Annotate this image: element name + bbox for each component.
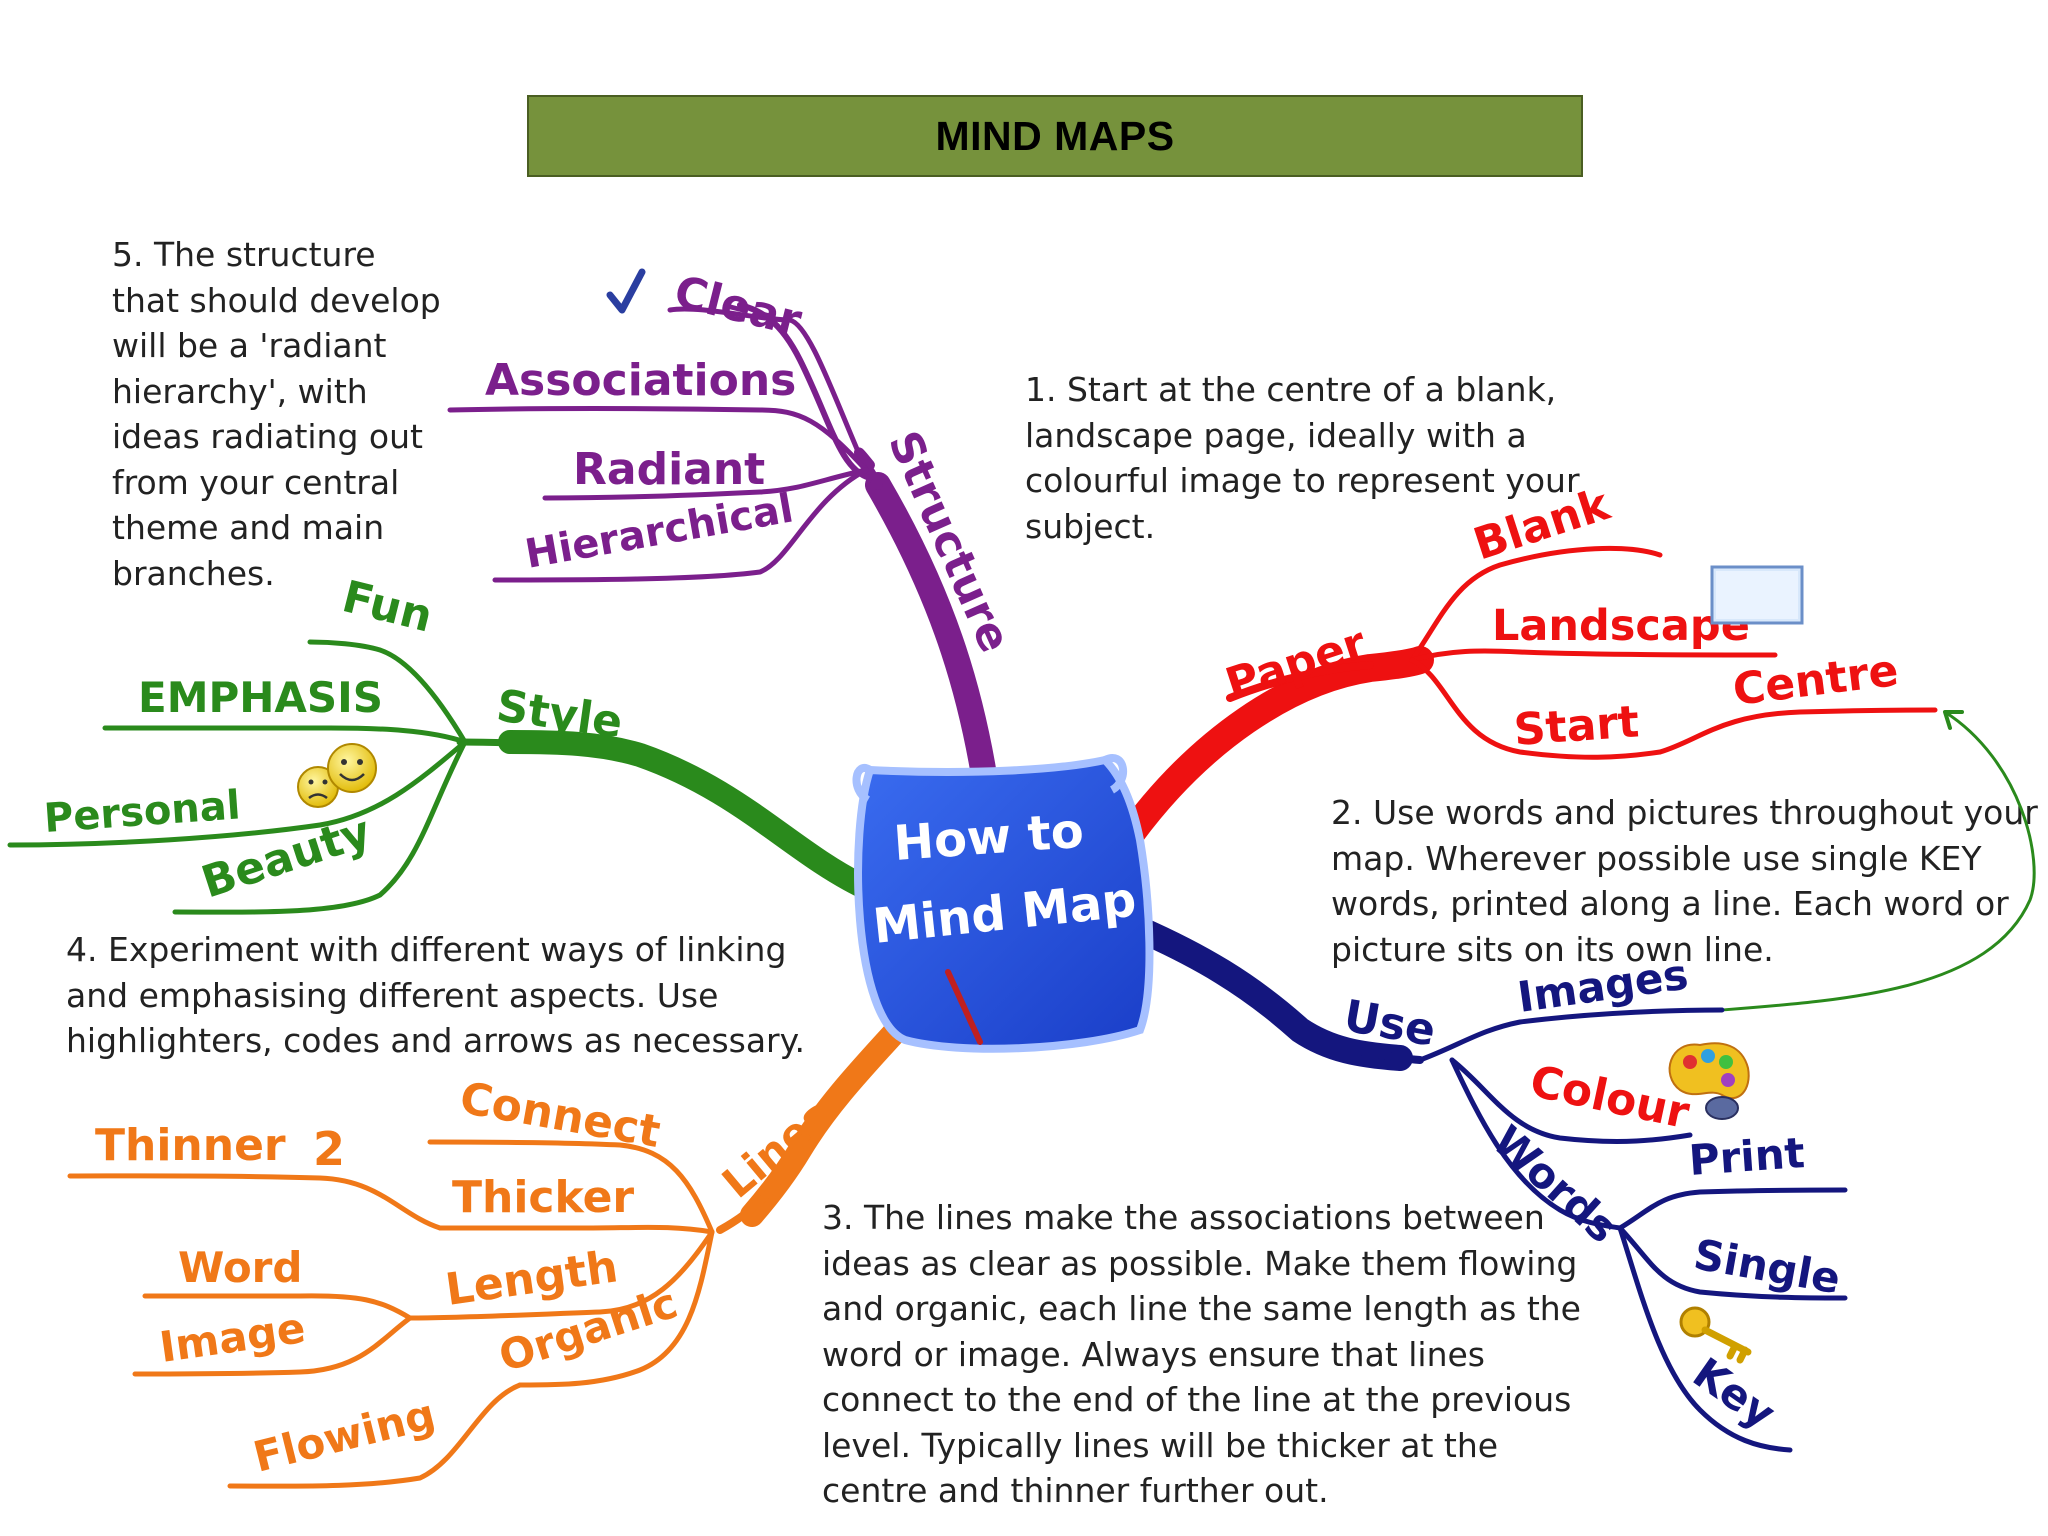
sub-label-landscape: Landscape: [1492, 601, 1750, 651]
sub-label-image: Image: [157, 1303, 309, 1372]
page-icon: [1710, 565, 1804, 625]
central-image: [852, 754, 1154, 1053]
sub-line-words: [1449, 1057, 1623, 1231]
note-2: 2. Use words and pictures throughout you…: [1331, 790, 2038, 972]
sub-line-start: [1409, 657, 1663, 760]
sub-line-image: [132, 1315, 413, 1377]
sub-line-single: [1617, 1225, 1848, 1301]
key-icon: [1679, 1306, 1752, 1364]
sub-line-colour: [1449, 1057, 1693, 1144]
branch-style: [7, 639, 872, 915]
sub-line-associations: [447, 406, 869, 473]
note-line: 2. Use words and pictures throughout you…: [1331, 793, 2038, 832]
pencil-icon: [945, 969, 983, 1045]
page-title: MIND MAPS: [935, 112, 1175, 159]
palette-icon: [1668, 1042, 1750, 1120]
note-line: theme and main: [112, 508, 385, 547]
note-line: picture sits on its own line.: [1331, 929, 1774, 969]
note-line: from your central: [112, 462, 400, 502]
title-banner: MIND MAPS: [527, 95, 1583, 177]
sub-line-thinner: [67, 1173, 443, 1231]
sub-label-key: Key: [1684, 1348, 1784, 1438]
note-line: that should develop: [112, 280, 441, 320]
note-5: 5. The structure that should develop wil…: [112, 232, 441, 596]
branch-paper-trunk: [1116, 646, 1434, 849]
branch-lines: [67, 998, 927, 1489]
note-line: landscape page, ideally with a: [1025, 415, 1527, 455]
sub-line-fun: [307, 639, 468, 745]
sub-line-centre: [1657, 707, 1938, 755]
branch-use-line: [1316, 1041, 1424, 1064]
sub-label-thicker: Thicker: [452, 1172, 634, 1223]
sub-line-organic: [517, 1229, 715, 1388]
sub-label-clear: Clear: [669, 266, 806, 347]
sub-label-thinner: Thinner: [95, 1120, 286, 1171]
sub-line-landscape: [1409, 648, 1778, 663]
note-line: level. Typically lines will be thicker a…: [822, 1425, 1499, 1465]
sub-label-radiant: Radiant: [573, 444, 765, 495]
note-line: will be a 'radiant: [112, 326, 387, 365]
note-line: and emphasising different aspects. Use: [66, 975, 719, 1015]
branch-use: [1117, 912, 1848, 1453]
sub-line-emphasis: [102, 725, 468, 745]
branch-structure-connector: [737, 302, 873, 481]
sub-line-images: [1417, 1007, 1725, 1063]
note-line: word or image. Always ensure that lines: [822, 1334, 1485, 1374]
note-line: 3. The lines make the associations betwe…: [822, 1198, 1545, 1237]
sub-line-clear: [667, 306, 869, 473]
note-line: highlighters, codes and arrows as necess…: [66, 1021, 805, 1060]
branch-lines-line: [716, 1146, 804, 1234]
branch-paper-line: [1226, 661, 1374, 702]
sub-line-connect: [427, 1139, 715, 1235]
smiley-faces-icon: [297, 743, 377, 808]
sub-label-personal: Personal: [42, 782, 241, 842]
link-arrow: [1721, 710, 2036, 1012]
note-line: connect to the end of the line at the pr…: [822, 1380, 1572, 1419]
note-line: subject.: [1025, 506, 1156, 546]
sub-line-radiant: [542, 467, 869, 501]
sub-line-key: [1617, 1225, 1793, 1453]
checkmark-icon: [606, 268, 646, 314]
note-line: 5. The structure: [112, 235, 376, 274]
note-line: centre and thinner further out.: [822, 1471, 1329, 1510]
sub-line-blank: [1409, 545, 1663, 663]
sub-label-start: Start: [1512, 696, 1640, 756]
sub-label-associations: Associations: [485, 355, 796, 406]
sub-line-thicker: [437, 1224, 715, 1235]
note-1: 1. Start at the centre of a blank, lands…: [1025, 367, 1580, 549]
sub-label-emphasis: EMPHASIS: [138, 673, 383, 722]
note-line: words, printed along a line. Each word o…: [1331, 884, 2009, 923]
branch-paper: [1116, 545, 1938, 849]
sub-line-print: [1617, 1187, 1848, 1231]
branch-style-line: [456, 738, 564, 749]
note-3: 3. The lines make the associations betwe…: [822, 1195, 1581, 1514]
note-line: hierarchy', with: [112, 371, 368, 411]
note-line: map. Wherever possible use single KEY: [1331, 838, 1982, 878]
sub-label-two: 2: [313, 1122, 345, 1176]
note-line: colourful image to represent your: [1025, 461, 1580, 500]
note-line: and organic, each line the same length a…: [822, 1289, 1581, 1328]
sub-line-beauty: [172, 739, 468, 915]
note-line: ideas radiating out: [112, 417, 423, 456]
sub-line-hierarchical: [492, 467, 869, 583]
note-4: 4. Experiment with different ways of lin…: [66, 927, 805, 1064]
note-line: branches.: [112, 553, 275, 593]
sub-label-word: Word: [178, 1243, 302, 1292]
central-title-line-1: How to: [892, 803, 1086, 872]
arrowhead-icon: [1943, 710, 1964, 730]
sub-line-length: [407, 1229, 715, 1321]
note-line: 1. Start at the centre of a blank,: [1025, 370, 1557, 409]
sub-line-flowing: [227, 1382, 523, 1489]
sub-label-fun: Fun: [337, 571, 437, 642]
branch-style-trunk: [498, 730, 872, 897]
note-line: 4. Experiment with different ways of lin…: [66, 930, 787, 969]
sub-label-print: Print: [1687, 1128, 1806, 1185]
sub-line-personal: [7, 739, 468, 848]
sub-line-word: [142, 1293, 413, 1321]
note-line: ideas as clear as possible. Make them fl…: [822, 1243, 1578, 1283]
sub-label-flowing: Flowing: [249, 1389, 440, 1481]
